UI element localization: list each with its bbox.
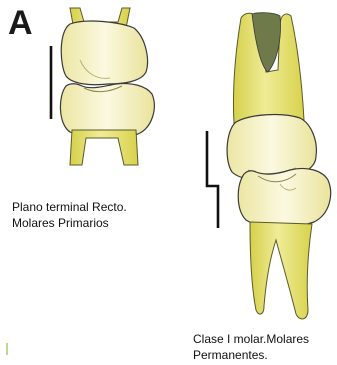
permanent-molars-drawing xyxy=(207,13,331,319)
primary-molars-caption: Plano terminal Recto. Molares Primarios xyxy=(12,199,127,231)
panel-label: A xyxy=(8,6,33,40)
primary-caption-line-1: Plano terminal Recto. xyxy=(12,199,127,215)
lower-permanent-molar xyxy=(238,168,330,227)
permanent-caption-line-2: Permanentes. xyxy=(193,347,309,363)
lower-primary-roots xyxy=(70,130,138,165)
upper-primary-molar xyxy=(61,21,147,85)
permanent-caption-line-1: Clase I molar.Molares xyxy=(193,331,309,347)
primary-molars-drawing xyxy=(51,8,154,165)
primary-caption-line-2: Molares Primarios xyxy=(12,215,127,231)
permanent-molars-caption: Clase I molar.Molares Permanentes. xyxy=(193,331,309,363)
class-i-reference-line xyxy=(207,131,218,228)
lower-permanent-roots xyxy=(250,222,312,319)
